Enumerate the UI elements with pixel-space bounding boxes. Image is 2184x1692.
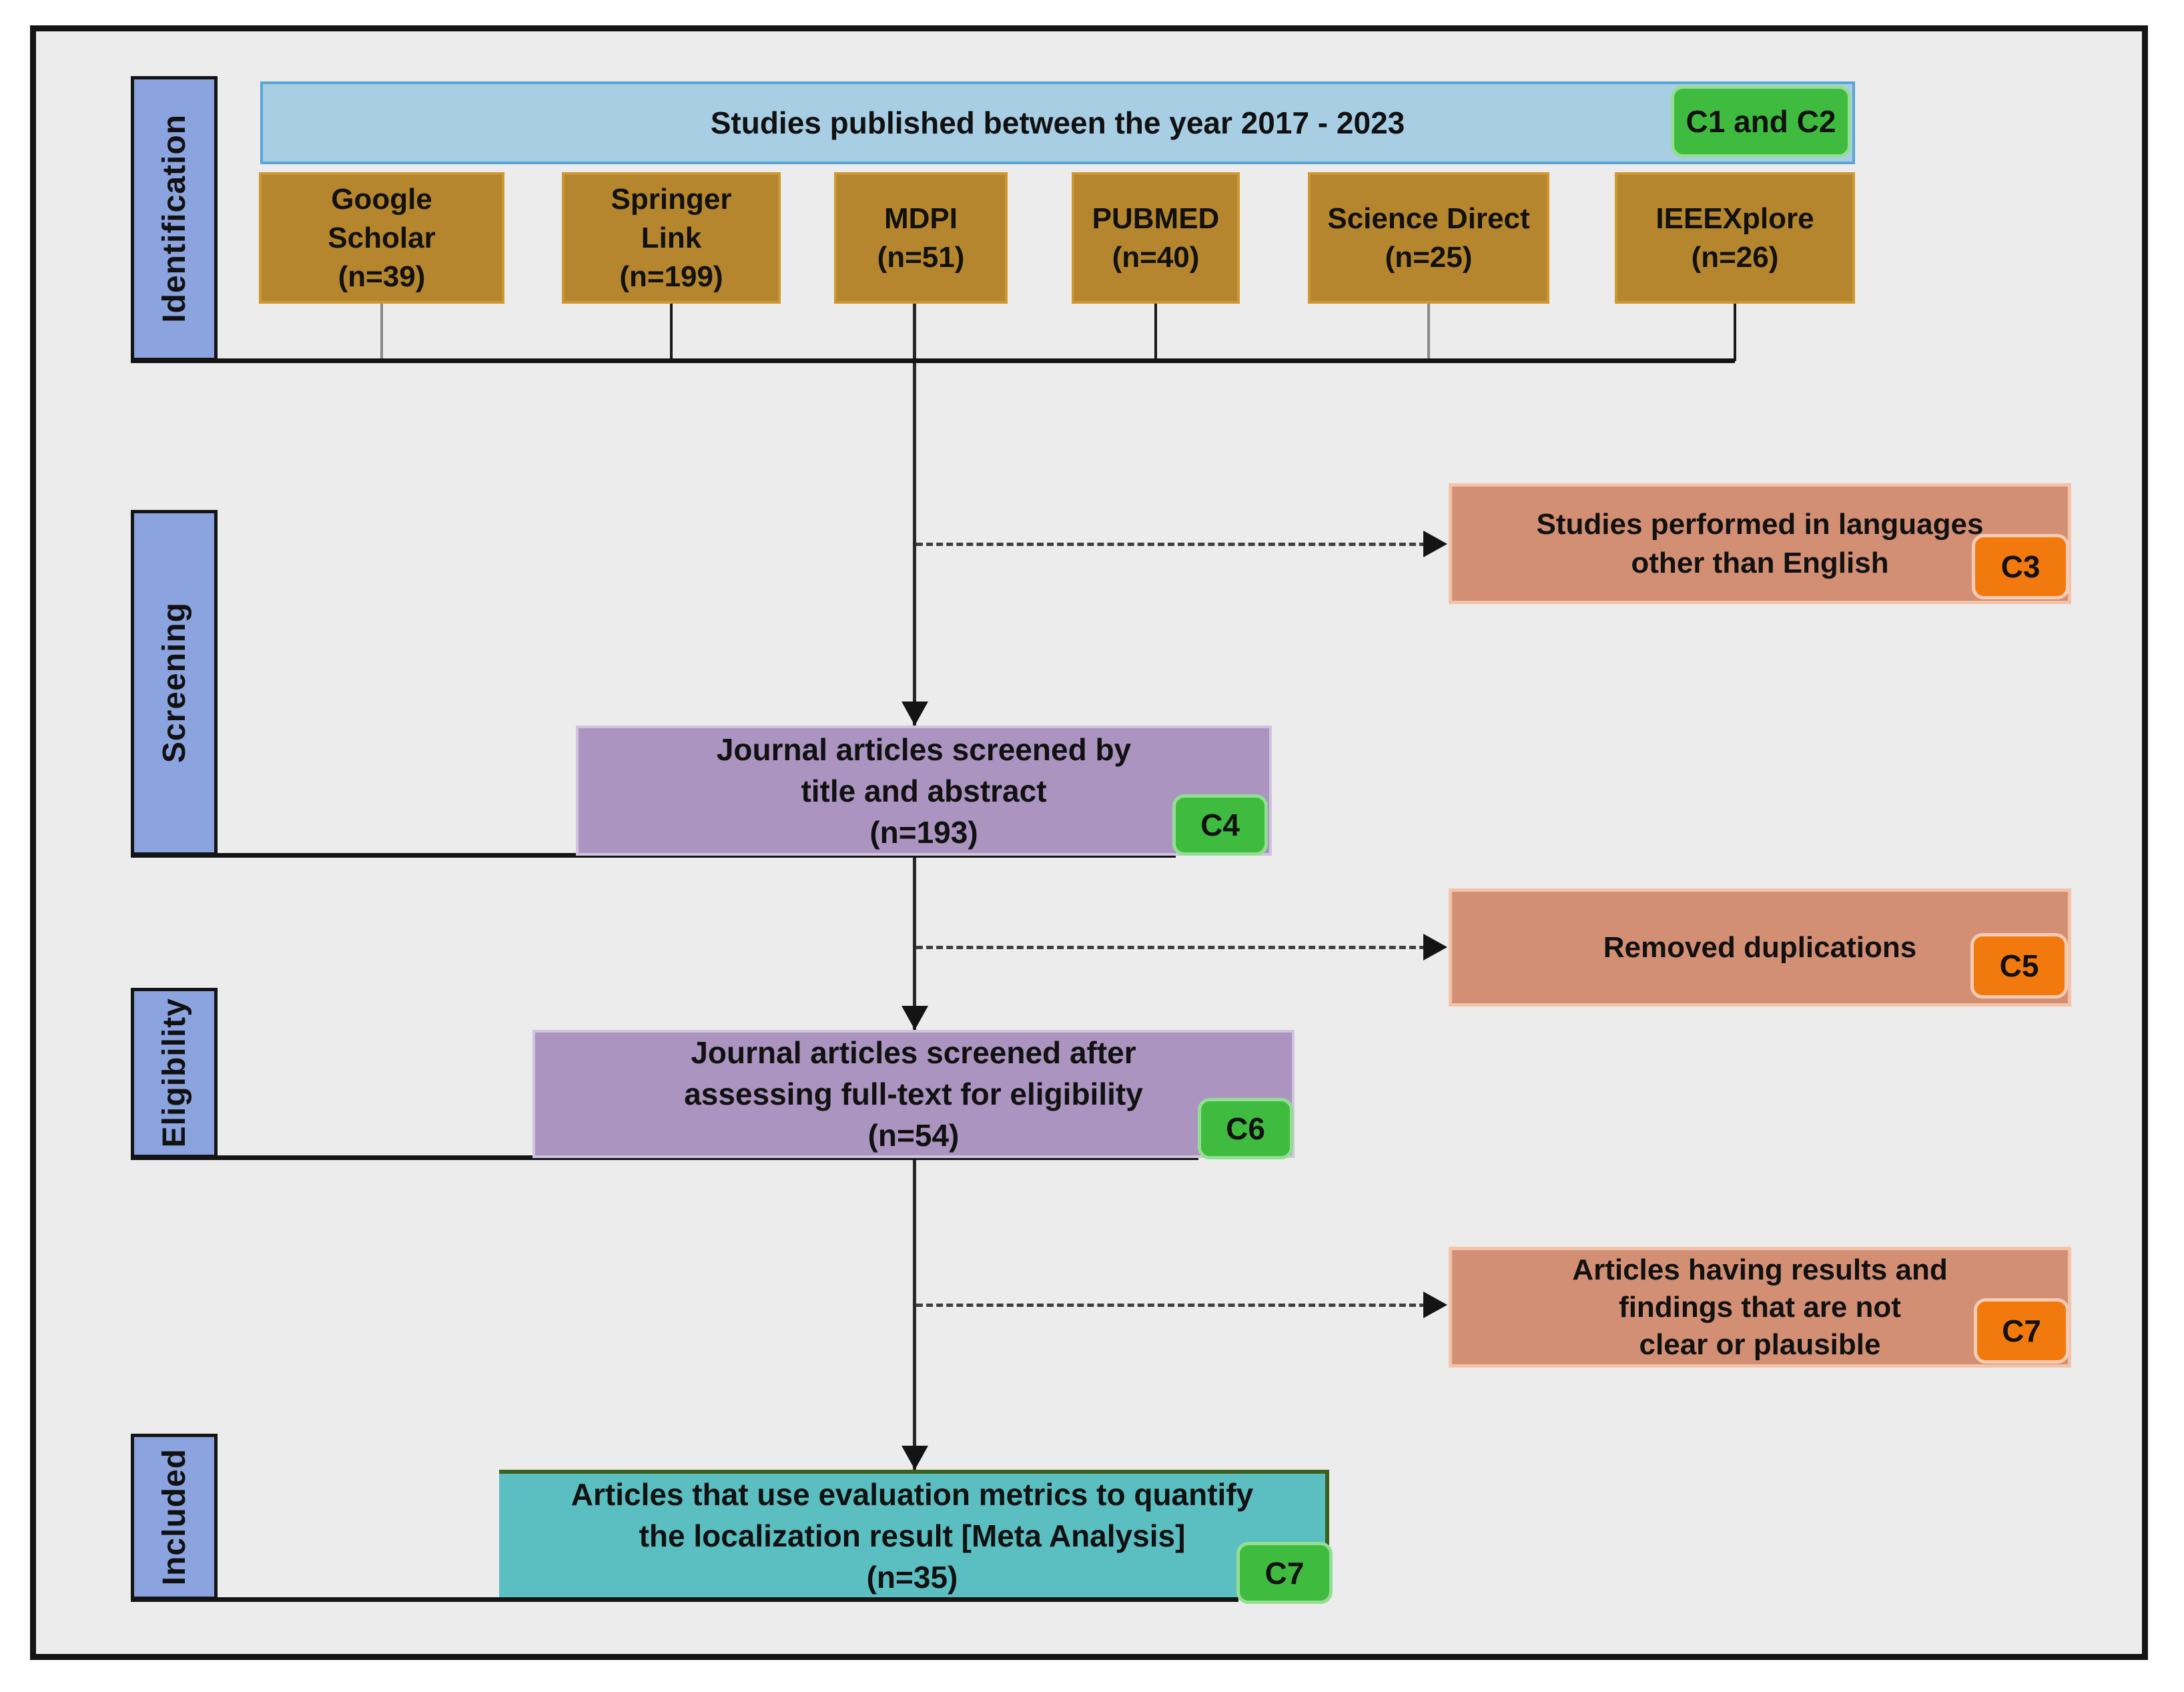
box-text: title and abstract (801, 773, 1047, 808)
source-count: (n=25) (1385, 240, 1473, 274)
badge-text: C7 (2002, 1314, 2041, 1348)
included-result-box: Articles that use evaluation metrics to … (499, 1470, 1329, 1597)
criteria-badge-c6: C6 (1198, 1098, 1293, 1159)
arrowhead-down-icon (901, 1006, 928, 1030)
connector-line (1734, 304, 1736, 361)
arrowhead-down-icon (901, 1446, 928, 1470)
source-count: (n=26) (1691, 240, 1779, 274)
source-name: Google (331, 182, 432, 216)
dashed-connector (916, 946, 1426, 949)
exclusion-box-languages: Studies performed in languages other tha… (1449, 483, 2071, 604)
box-text: other than English (1631, 546, 1889, 579)
stage-label-identification: Identification (131, 76, 218, 361)
source-name: Link (641, 221, 702, 254)
vertical-flow-line (913, 304, 916, 1470)
badge-text: C6 (1226, 1111, 1265, 1146)
criteria-badge-c4: C4 (1172, 794, 1268, 856)
stage-label-eligibility: Eligibility (131, 988, 218, 1158)
source-name: IEEEXplore (1656, 202, 1814, 235)
badge-text: C1 and C2 (1686, 104, 1836, 139)
badge-text: C7 (1264, 1555, 1305, 1591)
stage-label-text: Identification (156, 114, 192, 323)
badge-text: C3 (2000, 549, 2041, 584)
box-count: (n=193) (869, 814, 978, 850)
dashed-connector (916, 1304, 1426, 1307)
timeframe-text: Studies published between the year 2017 … (710, 105, 1405, 140)
arrowhead-down-icon (901, 701, 928, 726)
source-name: PUBMED (1092, 202, 1220, 235)
connector-line (1427, 304, 1430, 361)
criteria-badge-c3: C3 (1972, 534, 2069, 599)
source-box-mdpi: MDPI (n=51) (834, 172, 1008, 304)
source-name: Springer (611, 182, 732, 216)
box-text: Journal articles screened by (716, 732, 1132, 767)
box-text: Articles that use evaluation metrics to … (571, 1476, 1254, 1512)
arrowhead-right-icon (1423, 531, 1447, 557)
connector-line (670, 304, 673, 361)
source-box-science-direct: Science Direct (n=25) (1308, 172, 1549, 304)
source-box-pubmed: PUBMED (n=40) (1072, 172, 1240, 304)
source-box-springer-link: Springer Link (n=199) (562, 172, 781, 304)
criteria-badge-c7-exclusion: C7 (1974, 1298, 2069, 1364)
badge-text: C5 (1999, 948, 2039, 983)
box-text: Studies performed in languages (1536, 507, 1984, 541)
source-count: (n=199) (619, 260, 723, 293)
identification-collector-line (131, 358, 1735, 363)
connector-line (1154, 304, 1157, 361)
badge-text: C4 (1200, 808, 1240, 842)
source-count: (n=51) (877, 240, 965, 274)
box-text: clear or plausible (1639, 1328, 1881, 1361)
box-text: Articles having results and (1572, 1253, 1948, 1286)
criteria-badge-c1c2: C1 and C2 (1671, 85, 1851, 158)
connector-line (380, 304, 383, 361)
box-text: the localization result [Meta Analysis] (639, 1518, 1186, 1553)
stage-label-text: Included (156, 1448, 192, 1586)
exclusion-box-unclear-results: Articles having results and findings tha… (1449, 1247, 2071, 1368)
criteria-badge-c5: C5 (1970, 933, 2068, 999)
box-count: (n=35) (866, 1559, 958, 1595)
source-name: Scholar (328, 221, 436, 254)
source-box-ieeexplore: IEEEXplore (n=26) (1615, 172, 1855, 304)
arrowhead-right-icon (1423, 1292, 1447, 1318)
exclusion-box-duplications: Removed duplications (1449, 888, 2071, 1007)
criteria-badge-c7-included: C7 (1236, 1542, 1333, 1604)
arrowhead-right-icon (1423, 934, 1447, 960)
box-text: findings that are not (1619, 1290, 1901, 1324)
box-text: Journal articles screened after (691, 1035, 1136, 1070)
stage-label-text: Eligibility (156, 998, 192, 1148)
source-name: MDPI (884, 202, 958, 235)
included-section-line (131, 1597, 1238, 1602)
screening-result-box: Journal articles screened by title and a… (576, 726, 1272, 856)
stage-label-text: Screening (156, 602, 192, 764)
source-name: Science Direct (1327, 202, 1530, 235)
stage-label-included: Included (131, 1434, 218, 1600)
box-count: (n=54) (867, 1118, 960, 1153)
source-count: (n=40) (1112, 240, 1200, 274)
timeframe-box: Studies published between the year 2017 … (260, 81, 1855, 164)
dashed-connector (916, 543, 1426, 546)
eligibility-result-box: Journal articles screened after assessin… (532, 1030, 1295, 1158)
source-box-google-scholar: Google Scholar (n=39) (259, 172, 504, 304)
source-count: (n=39) (338, 260, 426, 293)
stage-label-screening: Screening (131, 510, 218, 856)
box-text: Removed duplications (1603, 930, 1917, 964)
box-text: assessing full-text for eligibility (684, 1077, 1143, 1111)
